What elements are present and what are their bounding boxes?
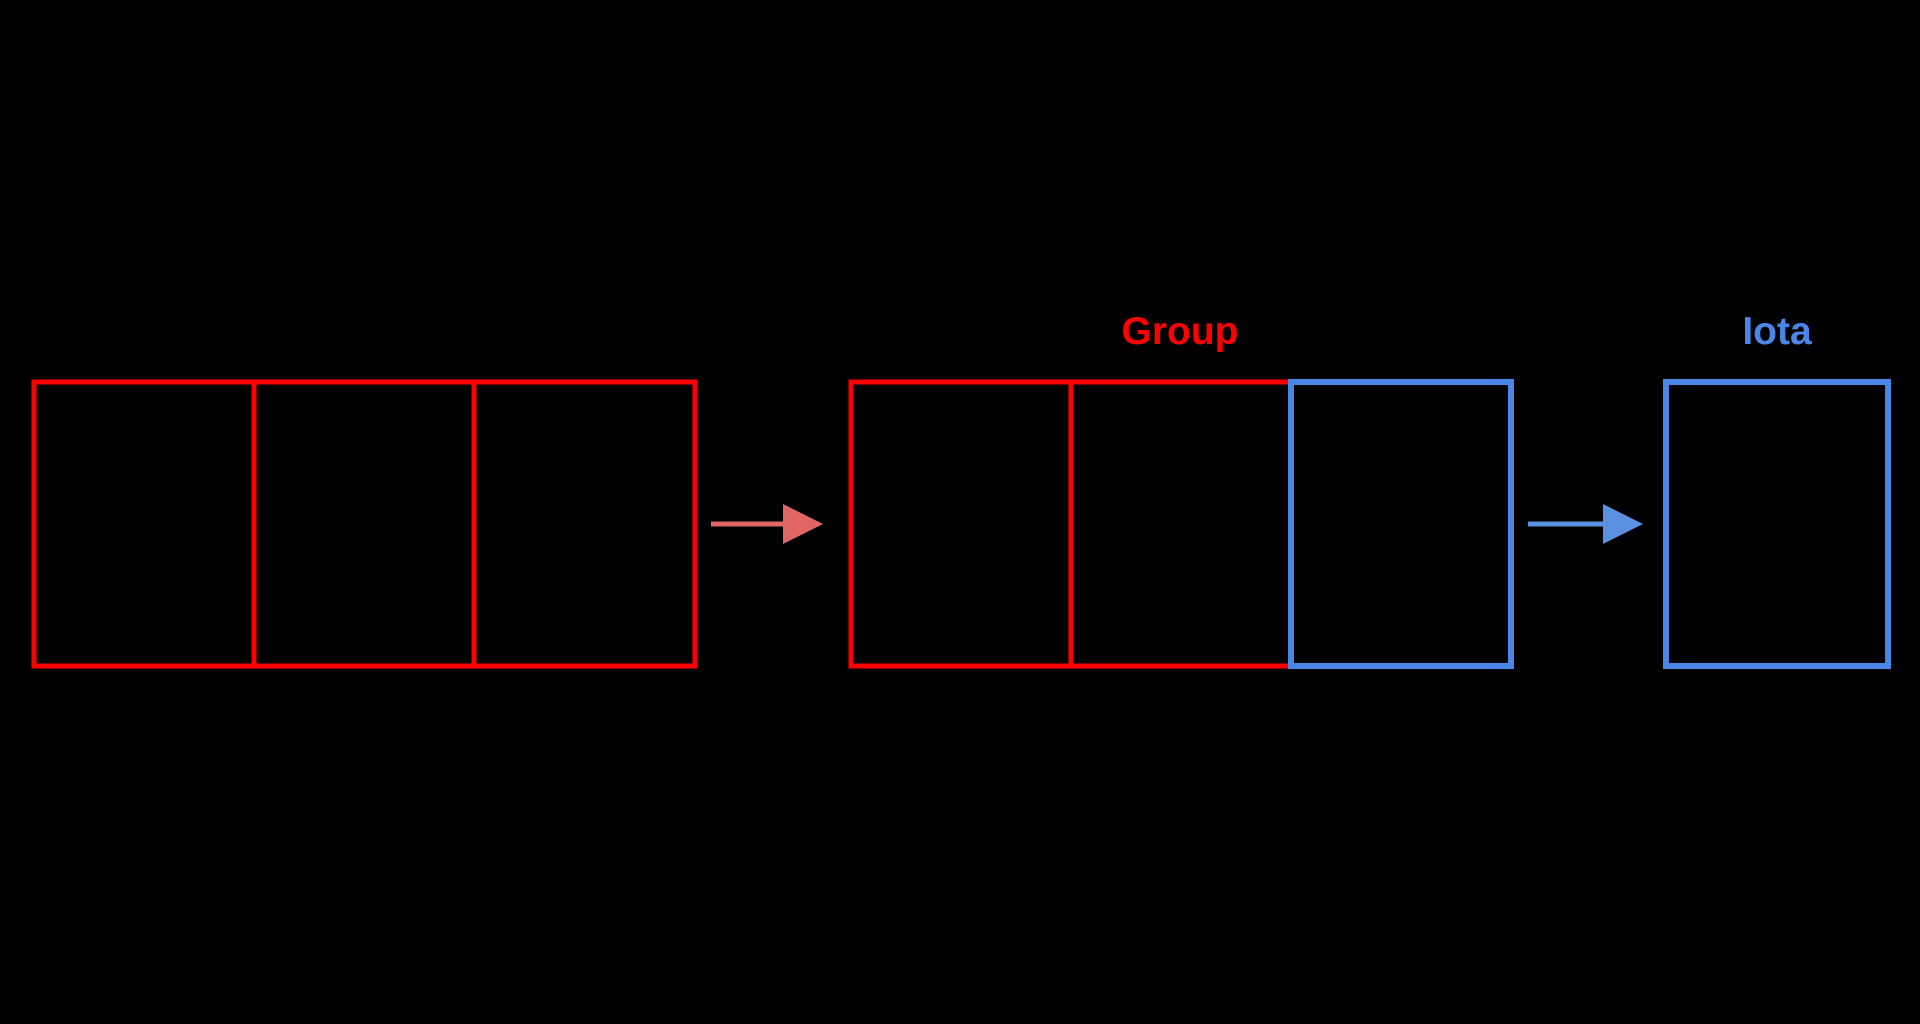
iota-output-cell xyxy=(1663,379,1891,669)
input-cell-3 xyxy=(471,379,698,669)
input-cell-2 xyxy=(251,379,477,669)
grouped-array xyxy=(848,379,1514,669)
group-cell-2 xyxy=(1068,379,1294,669)
remaining-cell xyxy=(1288,379,1514,669)
group-label: Group xyxy=(1122,310,1239,353)
input-array xyxy=(31,379,698,669)
group-cell-1 xyxy=(848,379,1074,669)
input-cell-1 xyxy=(31,379,257,669)
iota-label: Iota xyxy=(1742,310,1812,353)
